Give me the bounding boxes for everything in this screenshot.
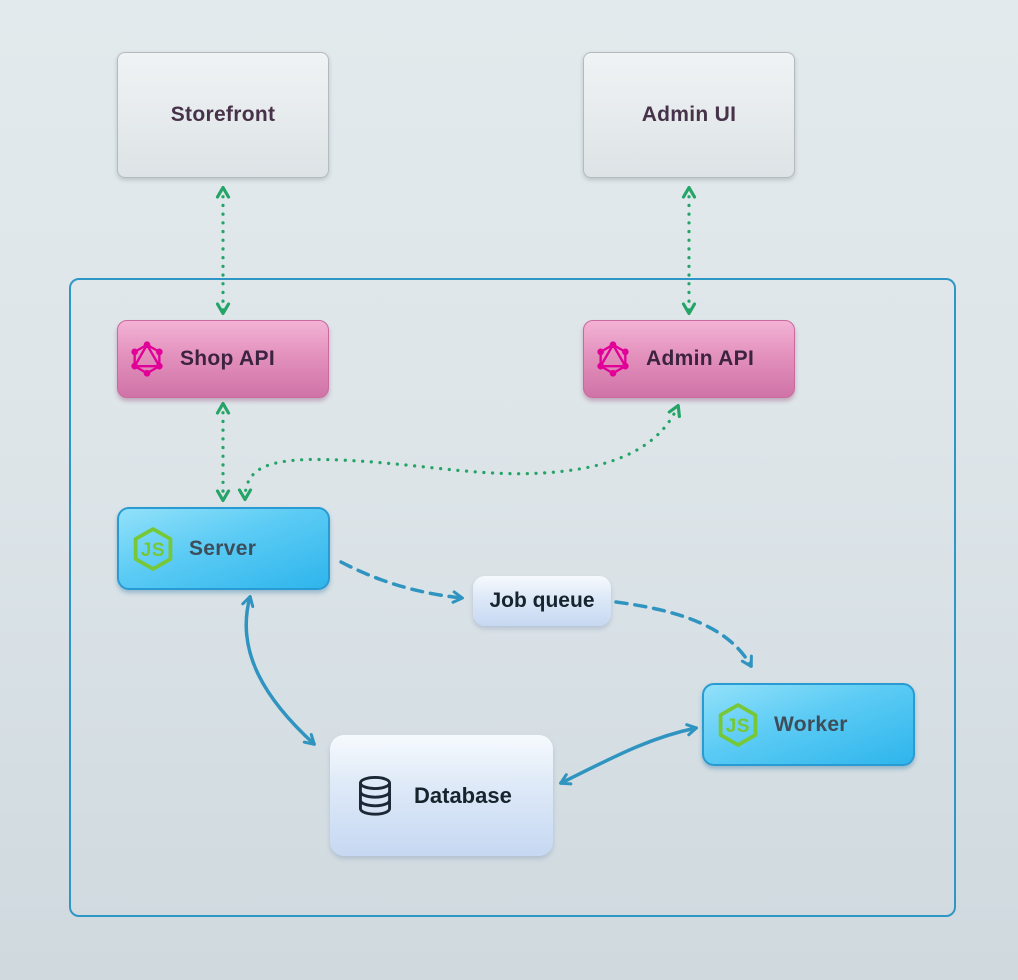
graphql-icon	[594, 340, 632, 378]
svg-text:JS: JS	[141, 539, 165, 560]
job-queue-label: Job queue	[489, 589, 595, 612]
node-job-queue: Job queue	[473, 576, 611, 626]
node-storefront: Storefront	[117, 52, 329, 178]
storefront-label: Storefront	[170, 103, 276, 126]
node-server: JS Server	[117, 507, 330, 590]
svg-text:JS: JS	[726, 715, 750, 736]
server-label: Server	[189, 536, 257, 560]
node-admin-ui: Admin UI	[583, 52, 795, 178]
nodejs-icon: JS	[129, 525, 177, 573]
server-boundary-container	[69, 278, 956, 917]
database-icon	[352, 773, 398, 819]
node-admin-api: Admin API	[583, 320, 795, 398]
node-worker: JS Worker	[702, 683, 915, 766]
worker-label: Worker	[774, 712, 848, 736]
admin-api-label: Admin API	[646, 347, 755, 370]
nodejs-icon: JS	[714, 701, 762, 749]
graphql-icon	[128, 340, 166, 378]
database-label: Database	[414, 782, 512, 808]
node-shop-api: Shop API	[117, 320, 329, 398]
node-database: Database	[330, 735, 553, 856]
admin-ui-label: Admin UI	[641, 103, 737, 126]
shop-api-label: Shop API	[180, 347, 275, 370]
